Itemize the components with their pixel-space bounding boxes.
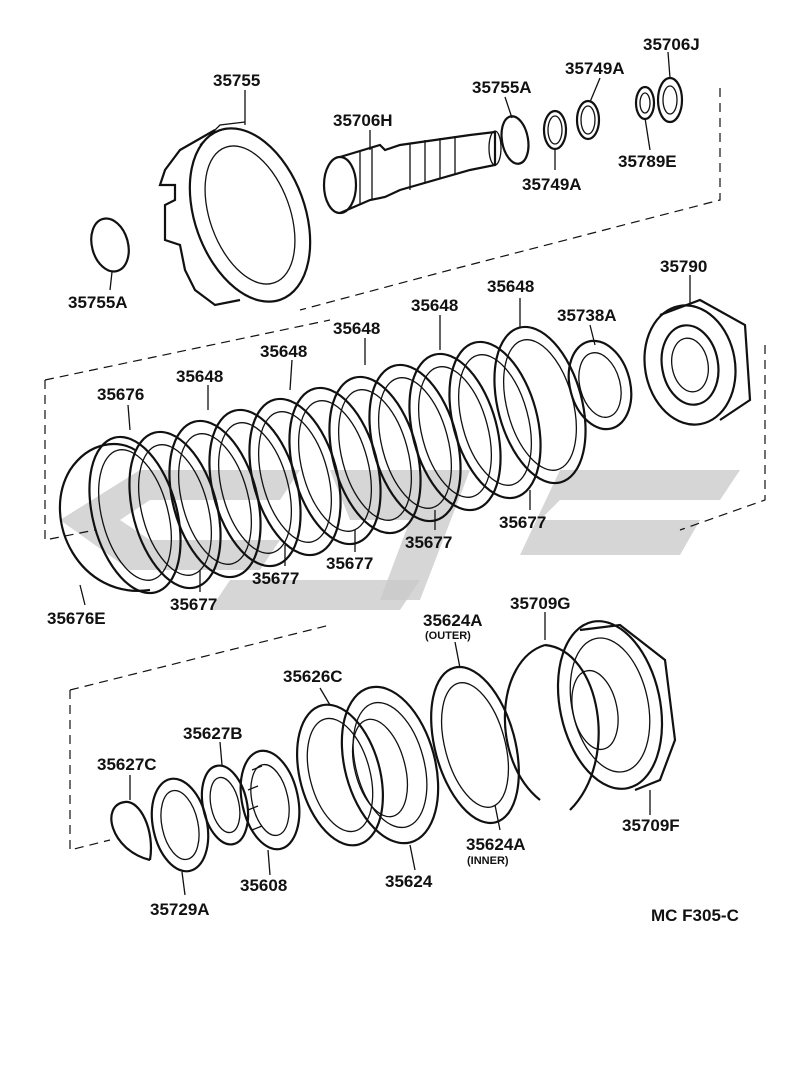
label-35755: 35755 bbox=[213, 71, 260, 90]
label-35626C: 35626C bbox=[283, 667, 343, 686]
bearing-35706J bbox=[656, 76, 684, 124]
snap-ring-35755A-left bbox=[90, 217, 130, 273]
piston-35624 bbox=[340, 685, 440, 845]
shaft-35706H bbox=[322, 130, 502, 215]
label-35709G: 35709G bbox=[510, 594, 571, 613]
label-35790: 35790 bbox=[660, 257, 707, 276]
label-inner-note: (INNER) bbox=[467, 855, 509, 867]
label-35677-a: 35677 bbox=[170, 595, 217, 614]
retaining-plate-35738A bbox=[567, 339, 633, 431]
label-35677-c: 35677 bbox=[326, 554, 373, 573]
label-35648-a: 35648 bbox=[176, 367, 223, 386]
label-35627C: 35627C bbox=[97, 755, 157, 774]
hub-35790 bbox=[643, 298, 752, 426]
label-outer-note: (OUTER) bbox=[425, 630, 471, 642]
label-35789E: 35789E bbox=[618, 152, 677, 171]
piston-housing-35709F bbox=[556, 620, 677, 792]
label-35729A: 35729A bbox=[150, 900, 210, 919]
washer-35789E bbox=[634, 85, 656, 121]
label-35624A-inner: 35624A bbox=[466, 835, 526, 854]
seal-35624A-outer bbox=[430, 665, 520, 825]
leader-lines bbox=[79, 51, 691, 896]
label-35706H: 35706H bbox=[333, 111, 393, 130]
label-35709F: 35709F bbox=[622, 816, 680, 835]
label-35648-e: 35648 bbox=[487, 277, 534, 296]
label-35677-b: 35677 bbox=[252, 569, 299, 588]
seal-ring-35749A-1 bbox=[542, 109, 568, 151]
label-35738A: 35738A bbox=[557, 306, 617, 325]
watermark-logo bbox=[60, 470, 740, 610]
label-35608: 35608 bbox=[240, 876, 287, 895]
label-35624: 35624 bbox=[385, 872, 433, 891]
diagram-code: MC F305-C bbox=[651, 906, 739, 925]
label-35677-d: 35677 bbox=[405, 533, 452, 552]
snap-ring-35755A-top bbox=[500, 115, 530, 165]
label-35648-d: 35648 bbox=[411, 296, 458, 315]
top-group-dashed-line bbox=[299, 88, 721, 311]
label-35676: 35676 bbox=[97, 385, 144, 404]
snap-ring-35627C bbox=[110, 800, 153, 862]
spring-retainer-35626C bbox=[296, 703, 384, 847]
plate-35729A bbox=[150, 777, 210, 873]
clutch-drum-35755 bbox=[158, 121, 312, 307]
label-35706J: 35706J bbox=[643, 35, 700, 54]
label-35749A-bot: 35749A bbox=[522, 175, 582, 194]
middle-group-dashed-top bbox=[44, 319, 331, 381]
part-labels: 35755 35706H 35755A 35749A 35706J 35749A… bbox=[47, 35, 739, 925]
clutch-pack bbox=[88, 325, 587, 595]
label-35627B: 35627B bbox=[183, 724, 243, 743]
ring-35627B bbox=[200, 764, 250, 846]
label-35755A-top: 35755A bbox=[472, 78, 532, 97]
label-35624A-outer: 35624A bbox=[423, 611, 483, 630]
label-35648-b: 35648 bbox=[260, 342, 307, 361]
snap-ring-35676E bbox=[58, 442, 151, 592]
label-35755A-left: 35755A bbox=[68, 293, 128, 312]
seal-ring-35749A-2 bbox=[575, 99, 601, 141]
label-35677-e: 35677 bbox=[499, 513, 546, 532]
middle-group-dashed-line bbox=[44, 380, 96, 541]
label-35676E: 35676E bbox=[47, 609, 106, 628]
middle-group-dashed-right bbox=[679, 345, 766, 531]
return-spring-35608 bbox=[239, 749, 301, 851]
label-35648-c: 35648 bbox=[333, 319, 380, 338]
label-35749A-top: 35749A bbox=[565, 59, 625, 78]
bottom-group-dashed-line bbox=[69, 690, 111, 851]
